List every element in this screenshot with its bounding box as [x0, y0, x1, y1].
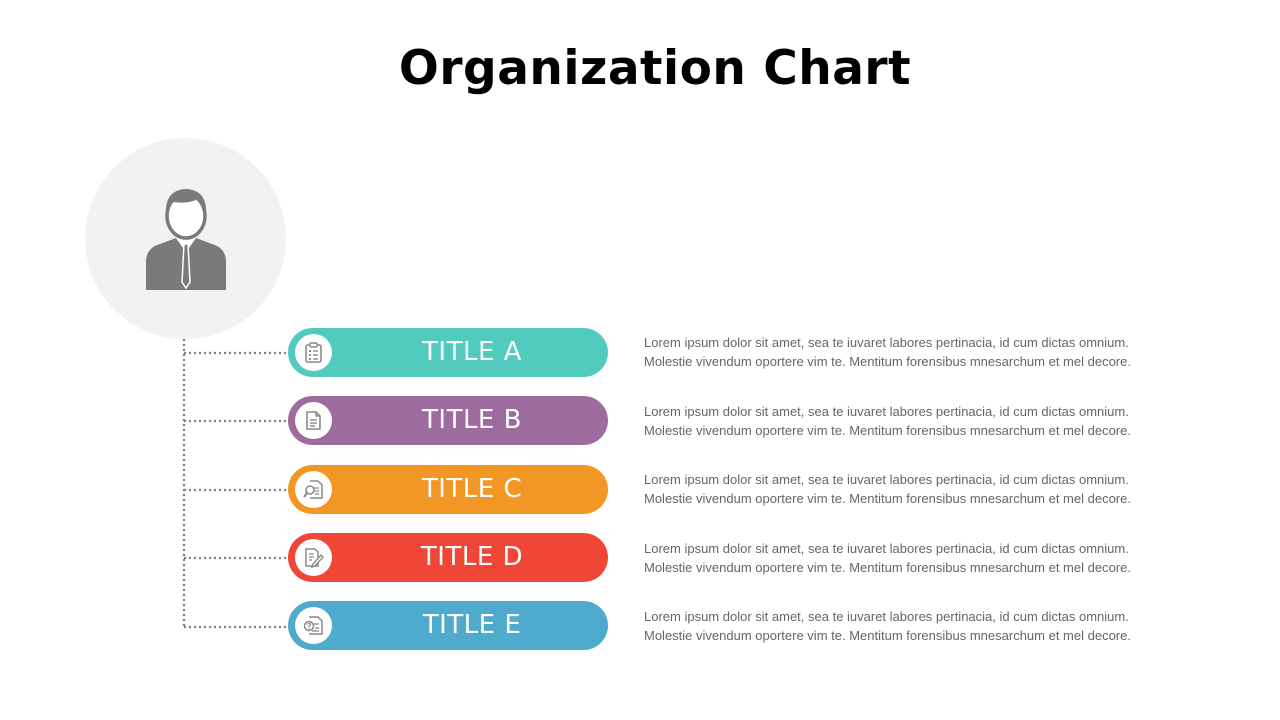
title-a-label: TITLE A: [422, 337, 522, 367]
title-a-description: Lorem ipsum dolor sit amet, sea te iuvar…: [644, 333, 1244, 371]
title-e-label: TITLE E: [422, 610, 522, 640]
title-d-label: TITLE D: [420, 542, 524, 572]
description-line: Lorem ipsum dolor sit amet, sea te iuvar…: [644, 609, 1129, 624]
description-line: Molestie vivendum oportere vim te. Menti…: [644, 491, 1131, 506]
title-c-label: TITLE C: [421, 474, 523, 504]
description-line: Lorem ipsum dolor sit amet, sea te iuvar…: [644, 404, 1129, 419]
title-b-label: TITLE B: [422, 405, 522, 435]
title-c-pill: TITLE C: [288, 465, 608, 514]
description-line: Molestie vivendum oportere vim te. Menti…: [644, 354, 1131, 369]
document-question-icon: [295, 607, 332, 644]
title-d-description: Lorem ipsum dolor sit amet, sea te iuvar…: [644, 539, 1244, 577]
description-line: Lorem ipsum dolor sit amet, sea te iuvar…: [644, 541, 1129, 556]
description-line: Lorem ipsum dolor sit amet, sea te iuvar…: [644, 335, 1129, 350]
description-line: Molestie vivendum oportere vim te. Menti…: [644, 560, 1131, 575]
title-e-pill: TITLE E: [288, 601, 608, 650]
title-c-description: Lorem ipsum dolor sit amet, sea te iuvar…: [644, 470, 1244, 508]
page-title: Organization Chart: [398, 41, 912, 96]
title-b-pill: TITLE B: [288, 396, 608, 445]
document-edit-icon: [295, 539, 332, 576]
document-icon: [295, 402, 332, 439]
person-icon: [146, 189, 226, 290]
title-b-description: Lorem ipsum dolor sit amet, sea te iuvar…: [644, 402, 1244, 440]
document-search-icon: [295, 471, 332, 508]
title-e-description: Lorem ipsum dolor sit amet, sea te iuvar…: [644, 607, 1244, 645]
description-line: Molestie vivendum oportere vim te. Menti…: [644, 628, 1131, 643]
description-line: Lorem ipsum dolor sit amet, sea te iuvar…: [644, 472, 1129, 487]
title-a-pill: TITLE A: [288, 328, 608, 377]
description-line: Molestie vivendum oportere vim te. Menti…: [644, 423, 1131, 438]
title-d-pill: TITLE D: [288, 533, 608, 582]
clipboard-icon: [295, 334, 332, 371]
